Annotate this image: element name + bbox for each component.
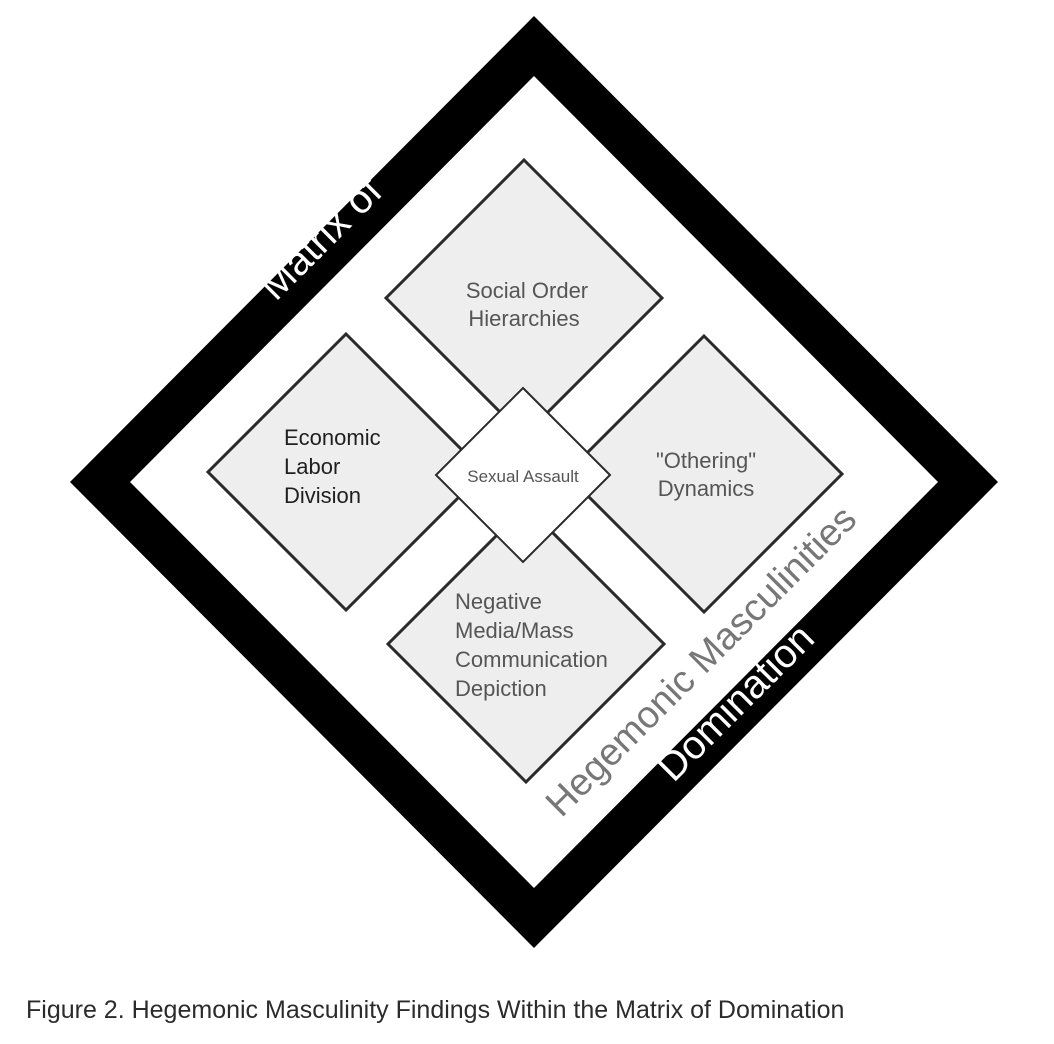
box-negative-media-depiction (385, 503, 667, 785)
center-label: Sexual Assault (467, 467, 579, 486)
box-othering-dynamics (563, 333, 845, 615)
box-bottom-line-4: Depiction (455, 676, 547, 701)
box-bottom-line-1: Negative (455, 589, 542, 614)
box-left-line-3: Division (284, 483, 361, 508)
box-right-line-1: "Othering" (656, 448, 756, 473)
box-top-line-2: Hierarchies (468, 306, 579, 331)
figure-caption: Figure 2. Hegemonic Masculinity Findings… (26, 996, 845, 1024)
box-bottom-line-2: Media/Mass (455, 618, 574, 643)
box-left-line-1: Economic (284, 425, 381, 450)
center-diamond-sexual-assault (434, 386, 612, 564)
box-economic-labor-division (205, 331, 487, 613)
box-bottom-line-3: Communication (455, 647, 608, 672)
box-top-line-1: Social Order (466, 278, 588, 303)
box-right-line-2: Dynamics (658, 476, 755, 501)
box-left-line-2: Labor (284, 454, 340, 479)
